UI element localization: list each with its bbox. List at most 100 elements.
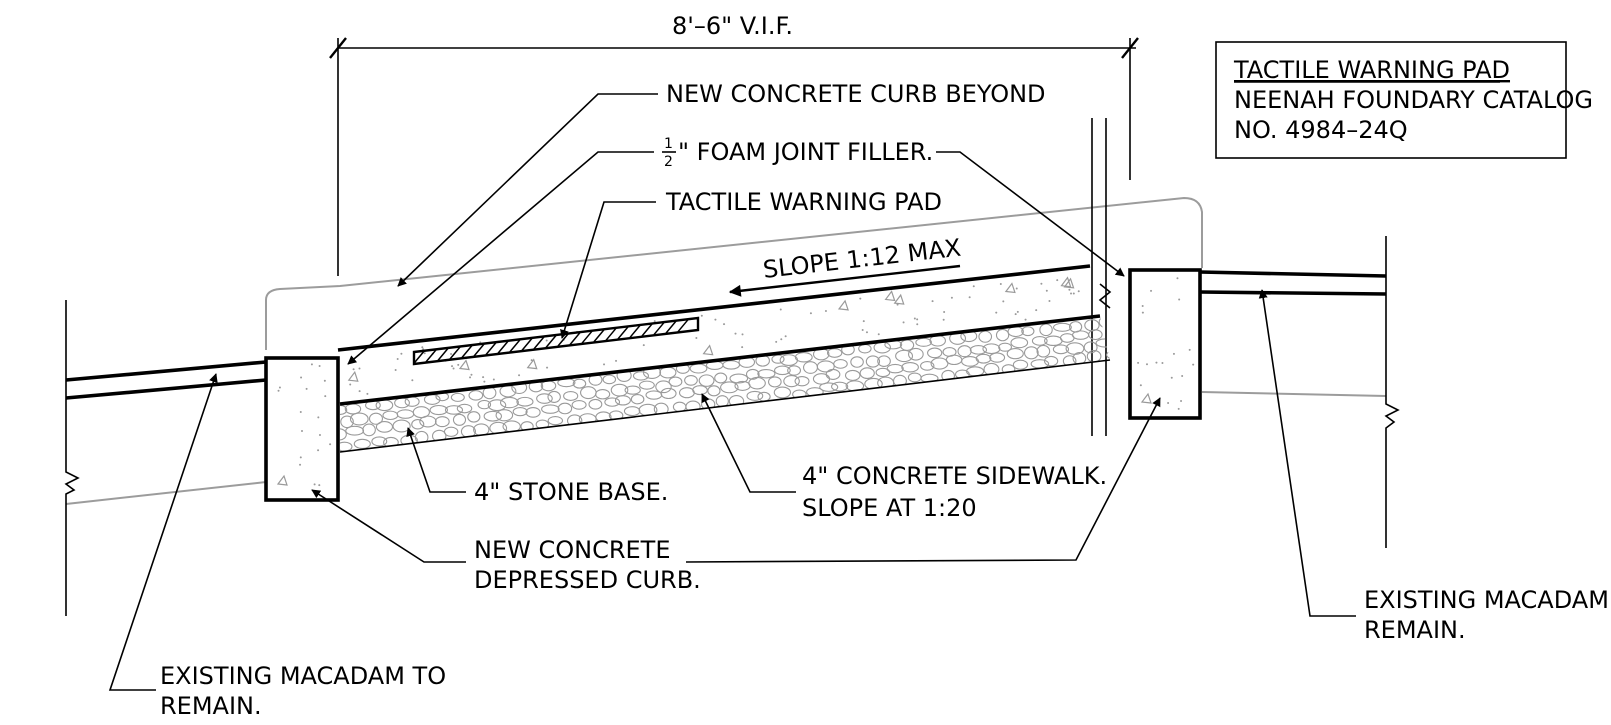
stone-pebble (907, 372, 922, 383)
pad-hatch-line (641, 323, 653, 337)
stone-pebble (630, 394, 645, 405)
stone-pebble (945, 354, 963, 366)
aggregate-triangle (1063, 277, 1075, 289)
aggregate-speck (1070, 292, 1073, 295)
aggregate-speck (1045, 289, 1048, 292)
stone-pebble (487, 399, 507, 412)
stone-pebble (659, 366, 677, 379)
stone-pebble (908, 347, 924, 361)
aggregate-speck (741, 333, 744, 336)
stone-pebble (396, 409, 415, 419)
label-foam-frac-den: 2 (664, 154, 673, 170)
aggregate-speck (943, 311, 946, 314)
stone-pebble (714, 372, 728, 384)
stone-pebble (969, 345, 988, 355)
stone-pebble (547, 416, 564, 426)
pad-hatch-line (425, 349, 437, 363)
label-curb-beyond: NEW CONCRETE CURB BEYOND (666, 80, 1046, 108)
label-stone-base: 4" STONE BASE. (474, 478, 668, 506)
aggregate-speck (1024, 318, 1027, 321)
pad-hatch-line (569, 332, 581, 346)
aggregate-triangle (1004, 282, 1016, 294)
curb-right (1128, 268, 1202, 420)
aggregate-speck (469, 376, 472, 379)
pad-hatch-line (665, 320, 677, 334)
stone-pebble (746, 390, 764, 401)
aggregate-speck (421, 346, 424, 349)
stone-pebble (729, 373, 749, 384)
aggregate-speck (916, 318, 919, 321)
overall-dimension: 8'–6" V.I.F. (329, 12, 1139, 276)
tactile-warning-pad (412, 316, 700, 366)
aggregate-speck (942, 318, 945, 321)
stone-pebble (901, 361, 919, 373)
label-foam-frac-num: 1 (664, 136, 673, 152)
stone-pebble (580, 386, 597, 400)
aggregate-triangle (526, 358, 538, 370)
stone-pebble (1010, 337, 1029, 349)
stone-pebble (340, 428, 347, 441)
stone-pebble (1088, 329, 1103, 341)
aggregate-speck (642, 344, 645, 347)
pad-hatch-line (461, 345, 473, 359)
stone-pebble (920, 361, 935, 371)
stone-pebble (859, 367, 875, 380)
curb-speck (1180, 400, 1183, 403)
curb-speck (1137, 361, 1140, 364)
label-macadam-right-line1: EXISTING MACADAM (1364, 586, 1609, 614)
pad-hatch-line (545, 334, 557, 348)
label-sidewalk-line1: 4" CONCRETE SIDEWALK. (802, 462, 1107, 490)
aggregate-speck (714, 318, 717, 321)
aggregate-speck (968, 296, 971, 299)
pad-hatch-line (533, 336, 545, 350)
stone-pebble (499, 396, 519, 409)
stone-pebble (899, 339, 915, 351)
curb-speck (323, 379, 326, 382)
curb-speck (1170, 376, 1173, 379)
stone-pebble (787, 365, 802, 376)
stone-pebble (975, 353, 992, 364)
aggregate-speck (896, 303, 899, 306)
pad-hatch-line (653, 322, 665, 336)
aggregate-speck (741, 346, 744, 349)
stone-pebble (803, 361, 818, 374)
stone-base (340, 316, 1110, 452)
pad-hatch-line (629, 324, 641, 338)
curb-speck (1172, 352, 1175, 355)
dimension-label: 8'–6" V.I.F. (672, 12, 793, 40)
stone-pebble (468, 390, 484, 401)
stone-pebble (345, 425, 365, 436)
aggregate-speck (400, 352, 403, 355)
note-line1: NEENAH FOUNDARY CATALOG (1234, 86, 1593, 114)
stone-pebble (1052, 322, 1072, 332)
aggregate-speck (723, 323, 726, 326)
stone-pebble (794, 375, 810, 387)
aggregate-speck (700, 314, 703, 317)
stone-pebble (1023, 346, 1039, 360)
pad-hatch-line (521, 337, 533, 351)
curb-speck (305, 387, 308, 390)
aggregate-speck (877, 333, 880, 336)
curb-speck (317, 416, 320, 419)
curb-speck (300, 429, 303, 432)
stone-pebble (375, 399, 394, 412)
stone-pebble (989, 352, 1006, 363)
stone-pebble (419, 415, 437, 428)
aggregate-speck (452, 367, 455, 370)
stone-pebble (794, 352, 813, 363)
stone-pebble (771, 354, 785, 364)
aggregate-speck (358, 390, 361, 393)
aggregate-triangle (837, 299, 849, 311)
aggregate-speck (450, 352, 453, 355)
stone-pebble (757, 368, 776, 379)
curb-speck (299, 456, 302, 459)
stone-pebble (353, 438, 371, 450)
stone-pebble (571, 400, 587, 410)
pad-hatch-line (437, 347, 449, 361)
curb-speck (299, 463, 302, 466)
stone-pebble (602, 374, 617, 385)
curb-speck (1150, 289, 1153, 292)
stone-pebble (783, 375, 800, 388)
aggregate-speck (366, 392, 369, 395)
stone-pebble (720, 381, 739, 394)
